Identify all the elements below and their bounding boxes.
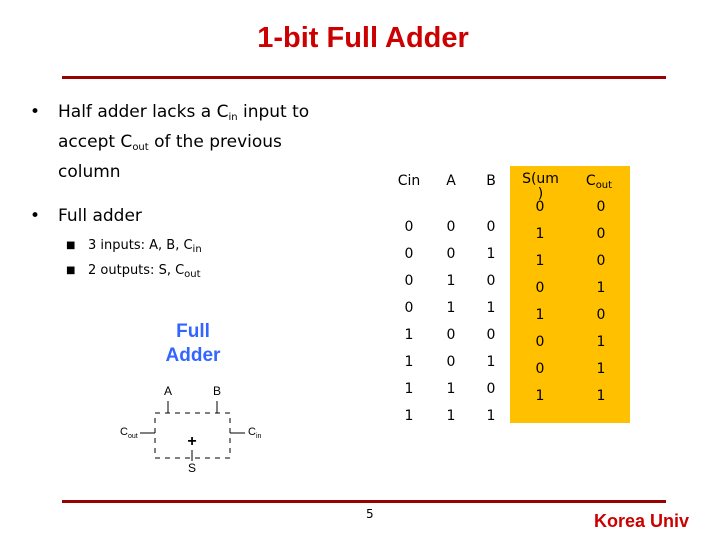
diagram-label-s: S bbox=[188, 461, 196, 475]
input-cell: 1 bbox=[446, 408, 456, 424]
diagram-title-adder: Adder bbox=[166, 345, 222, 366]
sum-cell: 0 bbox=[535, 334, 545, 350]
input-cell: 0 bbox=[404, 300, 414, 316]
input-cell: 0 bbox=[446, 246, 456, 262]
sum-cell: 1 bbox=[535, 226, 545, 242]
input-cell: 0 bbox=[486, 273, 496, 289]
bullet-text: Half adder lacks a Cin input to accept C… bbox=[58, 102, 310, 182]
input-cell: 0 bbox=[404, 246, 414, 262]
sum-cell: 0 bbox=[535, 199, 545, 215]
header-a: A bbox=[446, 173, 456, 189]
diagram-label-a: A bbox=[164, 384, 172, 398]
input-cell: 0 bbox=[486, 381, 496, 397]
input-cell: 1 bbox=[404, 408, 414, 424]
cout-cell: 1 bbox=[596, 334, 606, 350]
sum-cell: 1 bbox=[535, 388, 545, 404]
sum-cell: 0 bbox=[535, 361, 545, 377]
input-cell: 0 bbox=[446, 327, 456, 343]
input-cell: 1 bbox=[446, 300, 456, 316]
square-bullet-icon: ■ bbox=[66, 265, 76, 276]
footer-divider bbox=[62, 500, 666, 503]
cout-cell: 0 bbox=[596, 226, 606, 242]
sum-cell: 1 bbox=[535, 253, 545, 269]
diagram-label-cout: Cout bbox=[120, 426, 138, 440]
input-cell: 0 bbox=[486, 327, 496, 343]
diagram-label-cin: Cin bbox=[248, 426, 262, 440]
header-cin: Cin bbox=[397, 173, 421, 189]
input-cell: 1 bbox=[486, 354, 496, 370]
sum-cell: 1 bbox=[535, 307, 545, 323]
cout-cell: 1 bbox=[596, 361, 606, 377]
square-bullet-icon: ■ bbox=[66, 240, 76, 251]
cout-cell: 0 bbox=[596, 307, 606, 323]
input-cell: 0 bbox=[446, 219, 456, 235]
diagram-label-b: B bbox=[213, 384, 221, 398]
brand-logo-text: Korea Univ bbox=[594, 511, 690, 531]
header-sum: S(um) bbox=[522, 171, 559, 202]
cout-cell: 1 bbox=[596, 280, 606, 296]
title-divider bbox=[62, 76, 666, 79]
input-cell: 1 bbox=[404, 354, 414, 370]
input-cell: 1 bbox=[446, 273, 456, 289]
output-columns-highlight bbox=[510, 166, 630, 423]
page-number: 5 bbox=[366, 507, 374, 521]
input-cell: 1 bbox=[404, 381, 414, 397]
bullet-dot: • bbox=[30, 102, 41, 122]
input-cell: 0 bbox=[404, 219, 414, 235]
cout-cell: 0 bbox=[596, 199, 606, 215]
input-cell: 1 bbox=[486, 300, 496, 316]
full-adder-diagram: Full Adder A B Cout Cin + S bbox=[120, 321, 262, 475]
bullet-text: Full adder bbox=[58, 206, 142, 226]
page-title: 1-bit Full Adder bbox=[257, 22, 469, 54]
input-cell: 0 bbox=[404, 273, 414, 289]
cout-cell: 1 bbox=[596, 388, 606, 404]
input-cell: 1 bbox=[486, 246, 496, 262]
diagram-title-full: Full bbox=[176, 321, 210, 342]
sum-cell: 0 bbox=[535, 280, 545, 296]
cout-cell: 0 bbox=[596, 253, 606, 269]
plus-symbol: + bbox=[187, 433, 196, 450]
input-cell: 1 bbox=[446, 381, 456, 397]
input-cell: 1 bbox=[404, 327, 414, 343]
bullet-dot: • bbox=[30, 206, 41, 226]
input-cell: 0 bbox=[446, 354, 456, 370]
header-b: B bbox=[486, 173, 496, 189]
input-cell: 1 bbox=[486, 408, 496, 424]
input-cell: 0 bbox=[486, 219, 496, 235]
truth-table: Cin A B S(um) Cout 0 0 0 0 0 1 0 1 0 0 1 1 1 0 0 1 0 1 1 1 0… bbox=[385, 166, 630, 424]
header-cout: Cout bbox=[585, 173, 613, 191]
